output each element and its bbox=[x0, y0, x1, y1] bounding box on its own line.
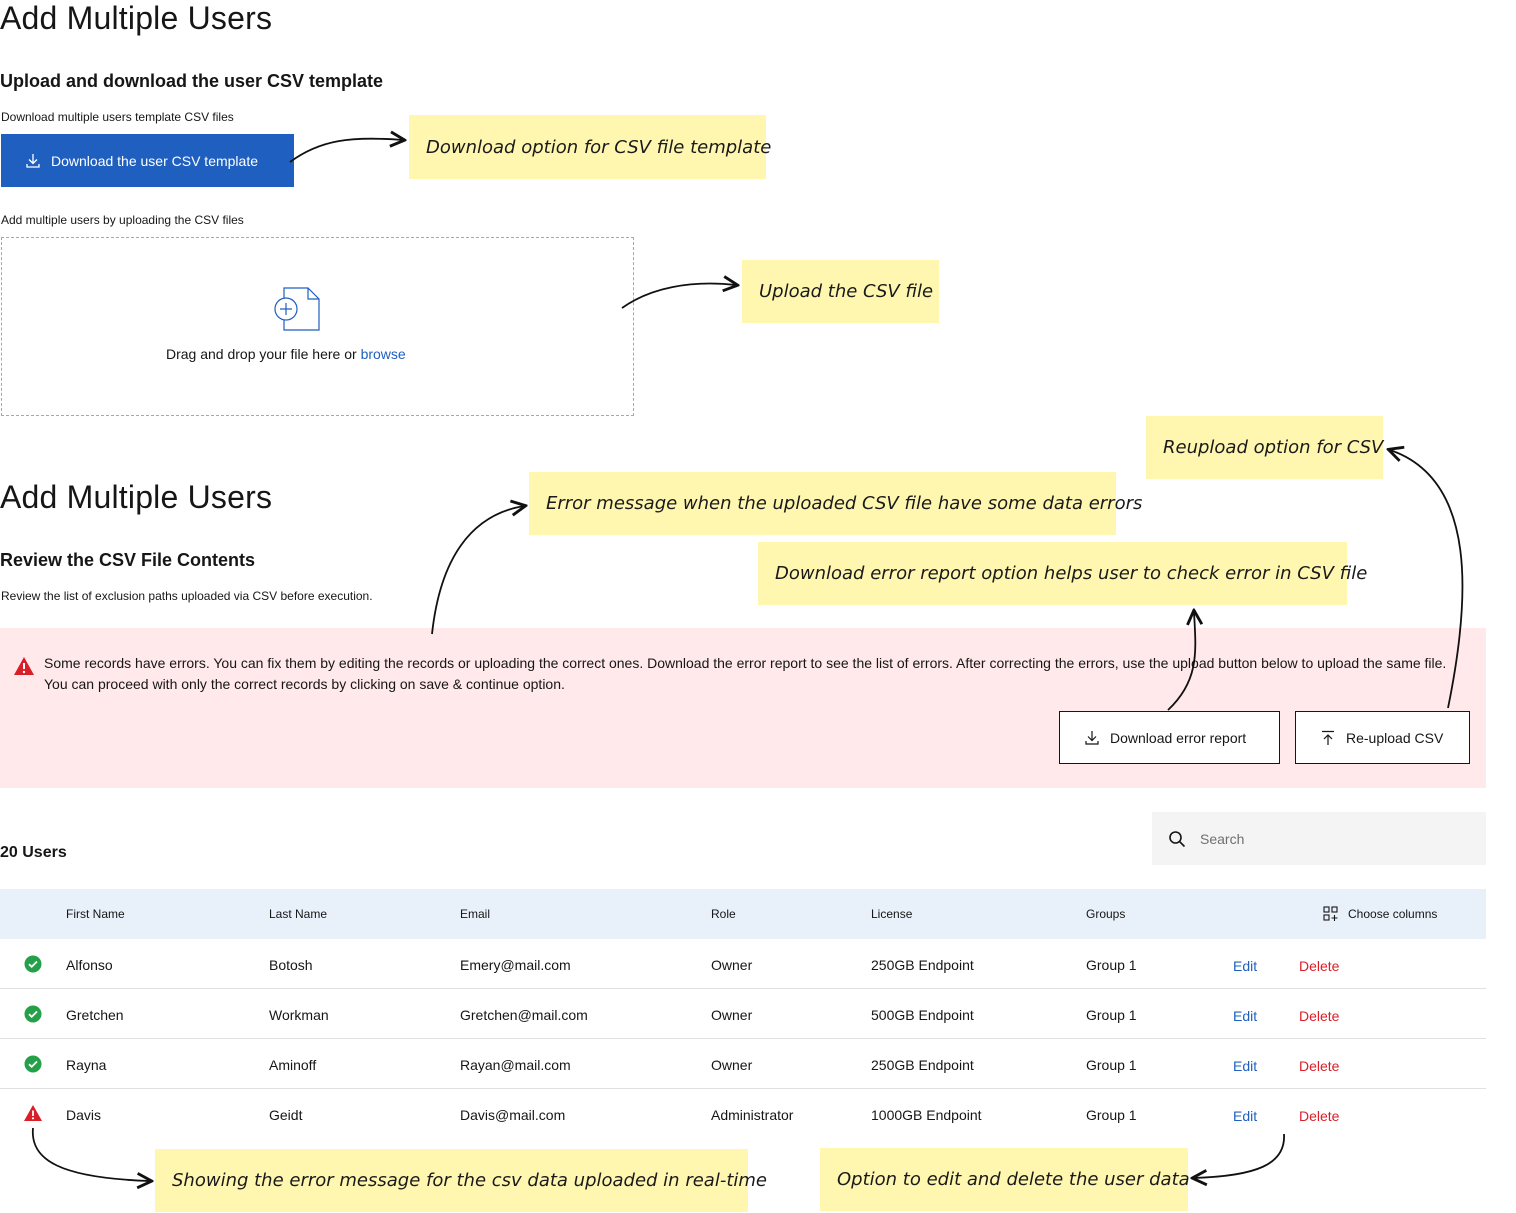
choose-columns-label: Choose columns bbox=[1348, 907, 1438, 921]
table-row: Rayna Aminoff Rayan@mail.com Owner 250GB… bbox=[0, 1039, 1486, 1089]
upload-icon bbox=[1320, 730, 1336, 746]
download-icon bbox=[1084, 730, 1100, 746]
delete-link[interactable]: Delete bbox=[1299, 1058, 1340, 1074]
reupload-csv-button[interactable]: Re-upload CSV bbox=[1295, 711, 1470, 764]
table-row: Davis Geidt Davis@mail.com Administrator… bbox=[0, 1089, 1486, 1139]
cell-role: Owner bbox=[711, 957, 753, 973]
table-row: Gretchen Workman Gretchen@mail.com Owner… bbox=[0, 989, 1486, 1039]
alert-message: Some records have errors. You can fix th… bbox=[44, 655, 1447, 692]
annotation-realtime-error: Showing the error message for the csv da… bbox=[155, 1149, 767, 1212]
file-dropzone[interactable]: Drag and drop your file here or browse bbox=[1, 237, 634, 416]
cell-role: Owner bbox=[711, 1007, 753, 1023]
cell-group: Group 1 bbox=[1086, 1107, 1137, 1123]
annotation-edit-delete: Option to edit and delete the user data bbox=[820, 1148, 1190, 1211]
cell-email: Gretchen@mail.com bbox=[460, 1007, 588, 1023]
header-role[interactable]: Role bbox=[711, 907, 736, 921]
upload-caption: Add multiple users by uploading the CSV … bbox=[1, 213, 244, 227]
table-header: First Name Last Name Email Role License … bbox=[0, 889, 1486, 939]
review-page-title: Add Multiple Users bbox=[0, 479, 273, 515]
file-add-icon bbox=[272, 284, 322, 337]
cell-last-name: Geidt bbox=[269, 1107, 303, 1123]
arrow-error-message bbox=[431, 506, 524, 635]
cell-email: Emery@mail.com bbox=[460, 957, 571, 973]
edit-link[interactable]: Edit bbox=[1233, 1108, 1258, 1124]
error-alert: Some records have errors. You can fix th… bbox=[0, 628, 1486, 788]
cell-first-name: Gretchen bbox=[66, 1007, 124, 1023]
table-row: Alfonso Botosh Emery@mail.com Owner 250G… bbox=[0, 939, 1486, 989]
reupload-csv-label: Re-upload CSV bbox=[1346, 729, 1444, 746]
annotation-download-error-report: Download error report option helps user … bbox=[758, 542, 1367, 605]
arrow-download bbox=[289, 139, 403, 163]
users-count: 20 Users bbox=[0, 844, 67, 861]
edit-link[interactable]: Edit bbox=[1233, 1008, 1258, 1024]
cell-email: Davis@mail.com bbox=[460, 1107, 566, 1123]
check-circle-icon bbox=[24, 955, 42, 978]
cell-role: Owner bbox=[711, 1057, 753, 1073]
cell-last-name: Aminoff bbox=[269, 1057, 317, 1073]
cell-license: 500GB Endpoint bbox=[871, 1007, 974, 1023]
warning-icon bbox=[23, 1104, 43, 1127]
check-circle-icon bbox=[24, 1055, 42, 1078]
download-error-report-label: Download error report bbox=[1110, 729, 1247, 746]
download-template-label: Download the user CSV template bbox=[51, 152, 258, 169]
header-license[interactable]: License bbox=[871, 907, 913, 921]
download-error-report-button[interactable]: Download error report bbox=[1059, 711, 1280, 764]
cell-role: Administrator bbox=[711, 1107, 794, 1123]
arrow-edit-delete bbox=[1194, 1133, 1285, 1178]
search-bar[interactable] bbox=[1152, 812, 1486, 865]
cell-license: 250GB Endpoint bbox=[871, 1057, 974, 1073]
page-title: Add Multiple Users bbox=[0, 0, 273, 36]
columns-icon bbox=[1323, 906, 1339, 922]
edit-link[interactable]: Edit bbox=[1233, 1058, 1258, 1074]
delete-link[interactable]: Delete bbox=[1299, 1008, 1340, 1024]
dropzone-text: Drag and drop your file here or browse bbox=[166, 346, 406, 362]
delete-link[interactable]: Delete bbox=[1299, 958, 1340, 974]
cell-first-name: Alfonso bbox=[66, 957, 113, 973]
edit-link[interactable]: Edit bbox=[1233, 958, 1258, 974]
cell-last-name: Botosh bbox=[269, 957, 313, 973]
cell-last-name: Workman bbox=[269, 1007, 329, 1023]
search-input[interactable] bbox=[1198, 829, 1442, 848]
annotation-download-option: Download option for CSV file template bbox=[409, 115, 771, 179]
dropzone-instruction: Drag and drop your file here or bbox=[166, 346, 361, 362]
cell-first-name: Rayna bbox=[66, 1057, 107, 1073]
cell-license: 1000GB Endpoint bbox=[871, 1107, 982, 1123]
delete-link[interactable]: Delete bbox=[1299, 1108, 1340, 1124]
warning-icon bbox=[13, 656, 35, 681]
section-subtitle: Upload and download the user CSV templat… bbox=[0, 71, 384, 91]
cell-group: Group 1 bbox=[1086, 957, 1137, 973]
check-circle-icon bbox=[24, 1005, 42, 1028]
header-first-name[interactable]: First Name bbox=[66, 907, 125, 921]
header-email[interactable]: Email bbox=[460, 907, 491, 921]
annotation-upload-csv: Upload the CSV file bbox=[742, 260, 939, 323]
download-caption: Download multiple users template CSV fil… bbox=[1, 110, 234, 124]
annotation-error-message: Error message when the uploaded CSV file… bbox=[529, 472, 1142, 535]
download-icon bbox=[25, 153, 41, 169]
header-last-name[interactable]: Last Name bbox=[269, 907, 328, 921]
arrow-upload bbox=[621, 284, 736, 309]
cell-group: Group 1 bbox=[1086, 1007, 1137, 1023]
search-icon bbox=[1168, 830, 1186, 848]
review-description: Review the list of exclusion paths uploa… bbox=[1, 589, 373, 603]
choose-columns-button[interactable]: Choose columns bbox=[1323, 906, 1437, 922]
cell-group: Group 1 bbox=[1086, 1057, 1137, 1073]
annotation-reupload-option: Reupload option for CSV bbox=[1146, 416, 1383, 479]
cell-license: 250GB Endpoint bbox=[871, 957, 974, 973]
review-subtitle: Review the CSV File Contents bbox=[0, 550, 256, 570]
cell-first-name: Davis bbox=[66, 1107, 102, 1123]
browse-link[interactable]: browse bbox=[360, 346, 406, 362]
header-groups[interactable]: Groups bbox=[1086, 907, 1126, 921]
cell-email: Rayan@mail.com bbox=[460, 1057, 571, 1073]
download-template-button[interactable]: Download the user CSV template bbox=[1, 134, 294, 187]
